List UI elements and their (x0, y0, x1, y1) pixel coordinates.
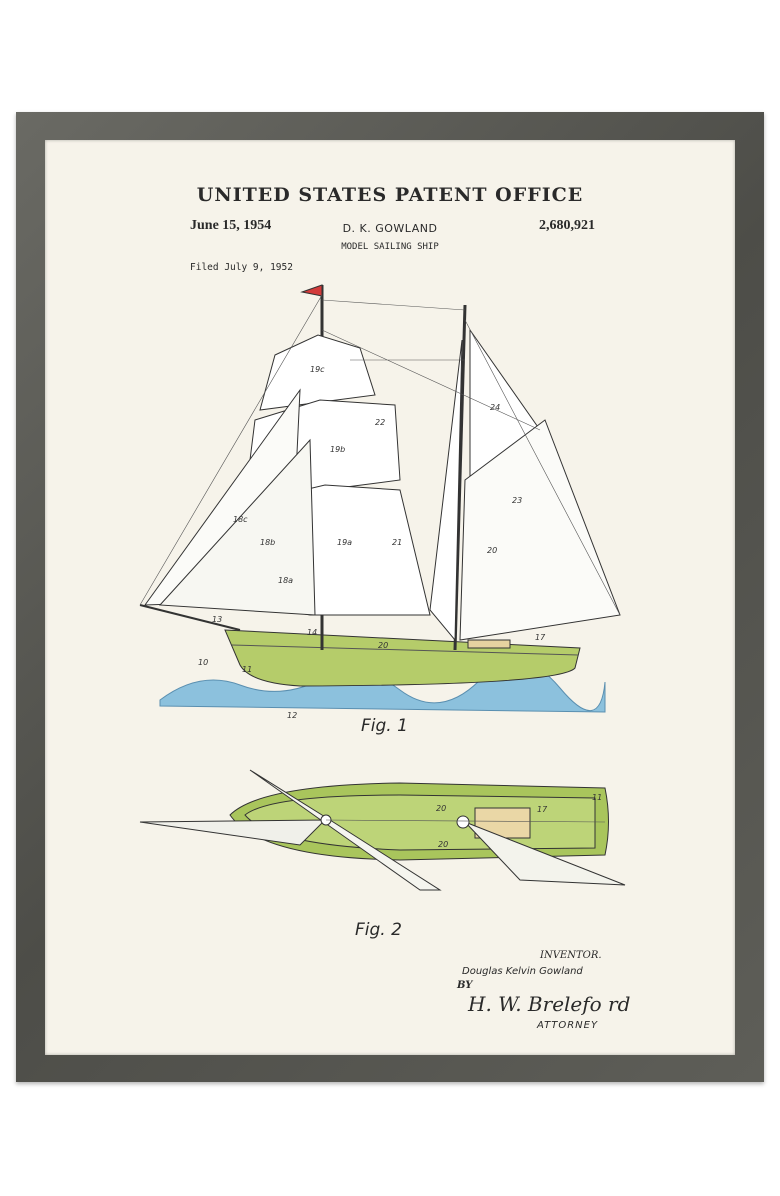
by-label: BY (457, 980, 473, 991)
svg-text:17: 17 (537, 805, 548, 814)
svg-text:21: 21 (392, 538, 402, 547)
svg-text:20: 20 (378, 641, 388, 650)
svg-text:19c: 19c (310, 365, 325, 374)
svg-text:19b: 19b (330, 445, 345, 454)
svg-text:18c: 18c (233, 515, 248, 524)
figure-1-label: Fig. 1 (361, 716, 408, 736)
attorney-signature: H. W. Brelefo rd (468, 992, 631, 1016)
invention-name: MODEL SAILING SHIP (341, 242, 439, 252)
svg-text:11: 11 (592, 793, 602, 802)
svg-text:12: 12 (287, 711, 297, 720)
svg-text:20: 20 (487, 546, 497, 555)
figure-2-label: Fig. 2 (355, 920, 402, 940)
patent-office-title: UNITED STATES PATENT OFFICE (196, 184, 584, 206)
patent-print: UNITED STATES PATENT OFFICE June 15, 195… (45, 140, 735, 1055)
svg-text:11: 11 (242, 665, 252, 674)
bowsprit (139, 604, 241, 631)
picture-frame: UNITED STATES PATENT OFFICE June 15, 195… (16, 112, 764, 1082)
svg-text:19a: 19a (337, 538, 352, 547)
flag (300, 284, 323, 297)
svg-text:18b: 18b (260, 538, 275, 547)
svg-text:18a: 18a (278, 576, 293, 585)
svg-text:17: 17 (535, 633, 546, 642)
svg-text:13: 13 (212, 615, 222, 624)
svg-text:14: 14 (307, 628, 317, 637)
patent-date: June 15, 1954 (190, 218, 272, 233)
main-mast (453, 304, 467, 651)
svg-text:24: 24 (490, 403, 500, 412)
svg-text:22: 22 (375, 418, 385, 427)
patent-number: 2,680,921 (539, 218, 595, 233)
inventor-name: Douglas Kelvin Gowland (462, 966, 583, 977)
hull (224, 629, 581, 687)
attorney-label: ATTORNEY (537, 1020, 599, 1031)
svg-text:10: 10 (198, 658, 208, 667)
svg-text:20: 20 (438, 840, 448, 849)
svg-text:23: 23 (512, 496, 522, 505)
inventor-short: D. K. GOWLAND (342, 222, 438, 235)
svg-text:20: 20 (436, 804, 446, 813)
inventor-label: INVENTOR. (540, 950, 602, 961)
ship-drawings: 19c 19b 19a 18c 18b 18a 24 23 20 22 21 20 17 14 13… (139, 284, 626, 891)
filed-date: Filed July 9, 1952 (190, 262, 293, 273)
